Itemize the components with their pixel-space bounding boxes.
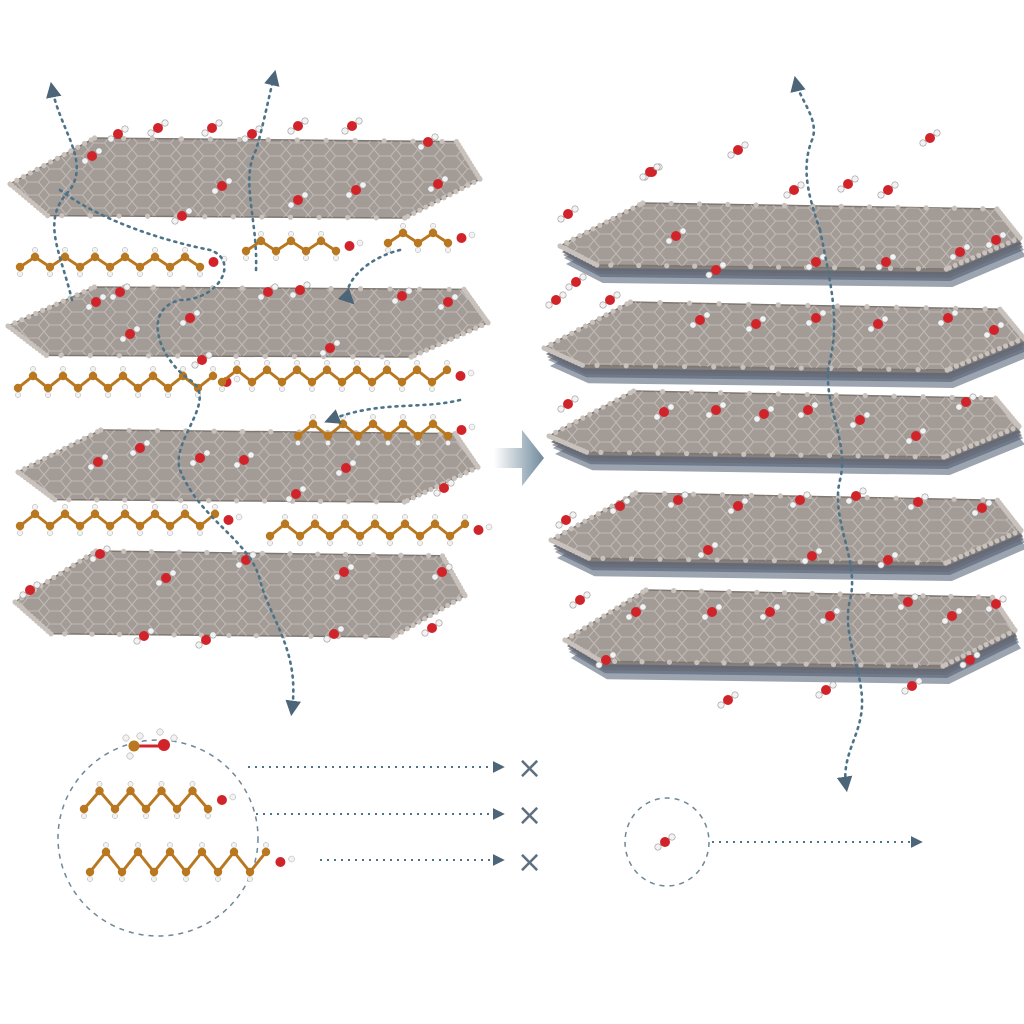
water-molecule	[546, 292, 566, 308]
right-graphene-stack	[541, 130, 1024, 708]
water-molecule	[728, 142, 748, 158]
water-molecule	[422, 620, 442, 636]
water-molecule	[878, 182, 898, 198]
water-molecule	[816, 682, 836, 698]
alkyl-chain	[218, 360, 474, 391]
water-molecule	[718, 692, 738, 708]
legend-right	[625, 798, 918, 886]
water-molecule	[288, 118, 308, 134]
water-molecule	[202, 120, 222, 136]
alkyl-chain	[242, 231, 363, 260]
water-molecule	[556, 512, 576, 528]
legend-left: × × ×	[58, 729, 542, 936]
alkyl-chain	[16, 504, 242, 535]
legend-left-molecules	[80, 729, 295, 882]
left-graphene-sheet	[7, 135, 482, 220]
x-mark-icon: ×	[517, 845, 542, 880]
right-graphene-sheet	[546, 388, 1024, 475]
legend-left-dashed-circle	[58, 740, 258, 936]
left-graphene-sheet	[5, 284, 490, 359]
alkyl-chain	[16, 247, 227, 276]
alkyl-chain	[266, 514, 492, 545]
water-molecule	[655, 834, 675, 850]
right-graphene-sheet	[557, 200, 1024, 287]
water-molecule	[566, 274, 586, 290]
alkyl-chain	[14, 366, 240, 397]
water-molecule	[148, 120, 168, 136]
water-molecule	[600, 292, 620, 308]
left-graphene-sheet	[15, 427, 480, 504]
diffusion-path	[330, 400, 460, 420]
right-arrow-icon	[494, 430, 544, 486]
right-graphene-sheet	[562, 587, 1021, 684]
water-molecule	[784, 182, 804, 198]
alkyl-chain	[384, 223, 475, 252]
water-molecule	[920, 130, 940, 146]
legend-short-molecule	[123, 729, 177, 759]
x-mark-icon: ×	[517, 798, 542, 833]
legend-right-water-molecule	[655, 834, 675, 850]
water-molecule	[838, 176, 858, 192]
water-molecule	[640, 164, 660, 180]
x-mark-icon: ×	[517, 751, 542, 786]
legend-medium-chain	[80, 781, 236, 818]
water-molecule	[558, 396, 578, 412]
legend-long-chain	[86, 842, 295, 881]
water-molecule	[558, 206, 578, 222]
water-molecule	[342, 118, 362, 134]
water-molecule	[570, 592, 590, 608]
